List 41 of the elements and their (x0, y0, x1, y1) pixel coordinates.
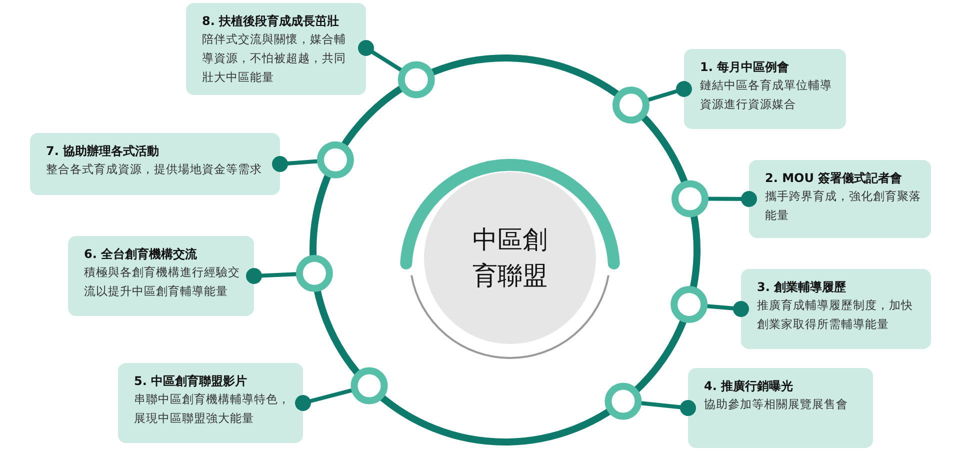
card-text: 攜手跨界育成，強化創育聚落能量 (765, 188, 921, 224)
connector-line (648, 81, 692, 102)
card-heading: 4. 推廣行銷曝光 (704, 378, 794, 395)
info-card (684, 49, 846, 129)
connector-line (358, 40, 402, 72)
info-card (741, 269, 931, 349)
card-heading: 6. 全台創育機構交流 (84, 246, 198, 263)
card-text: 陪伴式交流與關懷，媒合輔導資源，不怕被超越，共同壯大中區能量 (202, 31, 347, 86)
info-card (749, 160, 931, 238)
info-card (186, 3, 366, 95)
info-card (30, 133, 280, 195)
card-heading: 3. 創業輔導履歷 (757, 279, 848, 296)
ring-node-circle (398, 61, 435, 98)
connector-line (640, 400, 696, 416)
connector-line (708, 191, 757, 207)
card-text: 串聯中區創育機構輔導特色，展現中區聯盟強大能量 (134, 391, 291, 427)
info-card (688, 368, 873, 448)
ring-node-circle (296, 254, 333, 292)
card-text: 推廣育成輔導履歷制度，加快創業家取得所需輔導能量 (757, 297, 914, 333)
card-text: 積極與各創育機構進行經驗交流以提升中區創育輔導能量 (84, 264, 241, 300)
connector-line (706, 301, 749, 317)
card-heading: 8. 扶植後段育成成長茁壯 (202, 13, 340, 30)
ring-node-circle (604, 382, 642, 420)
card-heading: 7. 協助辦理各式活動 (46, 143, 160, 160)
ring-node-circle (670, 286, 708, 324)
card-text: 鏈結中區各育成單位輔導資源進行資源媒合 (700, 77, 833, 113)
connector-line (295, 388, 352, 411)
card-text: 整合各式育成資源，提供場地資金等需求 (46, 161, 263, 178)
ring-node-circle (612, 86, 650, 124)
connector-line (246, 268, 297, 284)
card-text: 協助參加等相關展覽展售會 (704, 396, 849, 413)
connector-line (272, 156, 318, 172)
card-heading: 2. MOU 簽署儀式記者會 (765, 170, 904, 187)
ring-node-circle (672, 180, 709, 218)
card-heading: 5. 中區創育聯盟影片 (134, 373, 248, 390)
card-heading: 1. 每月中區例會 (700, 59, 790, 76)
ring-node-circle (316, 141, 354, 178)
info-card (118, 363, 303, 443)
ring-node-circle (350, 367, 388, 404)
center-circle: 中區創育聯盟 (424, 172, 596, 344)
info-card (68, 236, 254, 316)
